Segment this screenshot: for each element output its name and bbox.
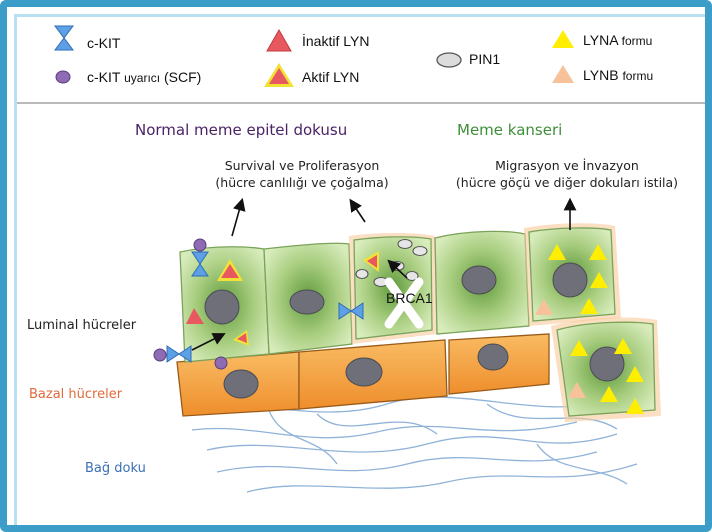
migration-line-2: (hücre göçü ve diğer dokuları istila) [455, 175, 679, 190]
nucleus [289, 289, 325, 315]
lyna-icon [552, 30, 574, 48]
legend-inactive-lyn-label: İnaktif LYN [302, 33, 370, 49]
lynb-molecules [535, 299, 586, 398]
nucleus [552, 262, 588, 298]
nucleus [204, 289, 240, 325]
nucleus [223, 369, 259, 399]
active-lyn-icon [264, 63, 294, 87]
normal-tissue-heading: Normal meme epitel dokusu [135, 121, 348, 139]
lynb-icon [552, 65, 574, 83]
legend-active-lyn-label: Aktif LYN [302, 69, 360, 85]
pin1-icon [436, 52, 462, 68]
ckit-receptor-icon [54, 25, 74, 51]
tissue-diagram: Normal meme epitel dokusu Meme kanseri S… [17, 104, 705, 525]
scf-ligand-icon [55, 70, 71, 84]
active-lyn [367, 255, 377, 268]
pin1-arrow [387, 259, 408, 279]
legend-ckit-label: c-KIT [87, 35, 121, 51]
active-lyn [237, 333, 247, 343]
lyna-molecules [548, 244, 644, 414]
cancer-heading: Meme kanseri [457, 121, 563, 139]
nucleus [477, 343, 509, 371]
basal-cells-label: Bazal hücreler [29, 387, 123, 402]
brca1-deletion-mark [384, 277, 424, 329]
survival-arrow [231, 197, 246, 237]
luminal-cells-label: Luminal hücreler [27, 318, 137, 333]
nucleus [589, 346, 625, 382]
activation-arrow [191, 333, 226, 351]
nucleus [345, 357, 383, 387]
survival-line-2: (hücre canlılığı ve çoğalma) [215, 175, 389, 190]
migration-line-1: Migrasyon ve İnvazyon [495, 158, 639, 173]
legend-panel: c-KIT c-KIT uyarıcı (SCF) İnaktif LYN Ak… [17, 17, 705, 104]
ckit-receptors [153, 238, 364, 370]
tissue-illustration [153, 197, 661, 493]
brca1-label: BRCA1 [386, 290, 433, 306]
basal-cell-layer [176, 333, 550, 417]
legend-lynb-label: LYNB formu [583, 67, 654, 83]
legend-pin1-label: PIN1 [469, 51, 501, 67]
inactive-lyn [186, 308, 204, 324]
nucleus [461, 265, 497, 295]
legend-lyna-label: LYNA formu [583, 32, 653, 48]
active-lyn [221, 264, 239, 278]
legend-symbols [54, 25, 574, 87]
connective-tissue-label: Bağ doku [85, 461, 146, 476]
inactive-lyn-icon [266, 28, 292, 52]
survival-line-1: Survival ve Proliferasyon [224, 158, 380, 173]
proliferation-arrow [349, 198, 366, 223]
legend-scf-label: c-KIT uyarıcı (SCF) [87, 69, 202, 85]
